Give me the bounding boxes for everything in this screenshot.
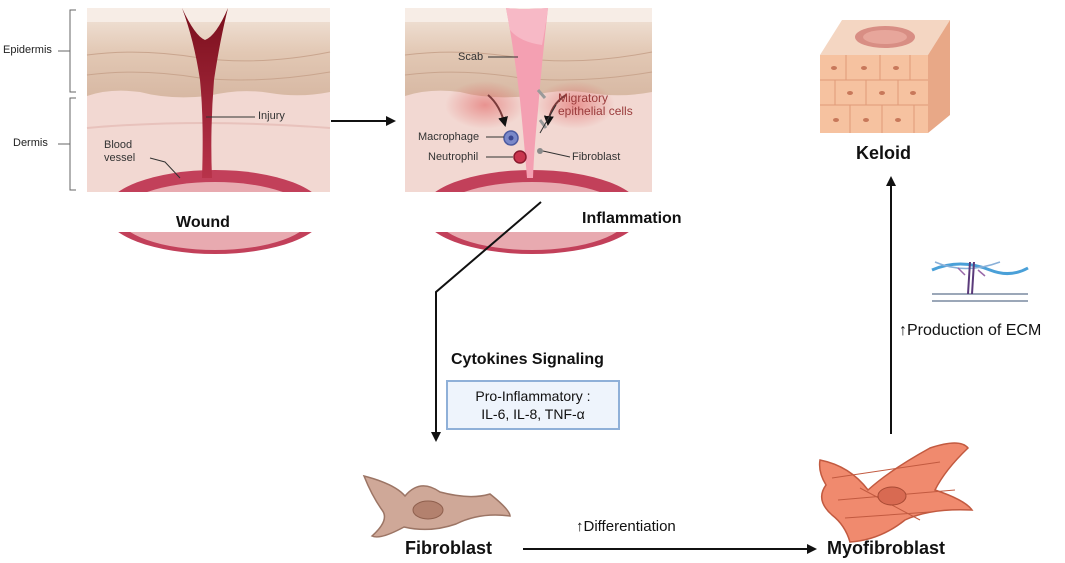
label-macrophage: Macrophage [418,131,480,143]
label-scab: Scab [458,51,484,63]
label-injury: Injury [258,110,285,122]
title-cytokines-signaling: Cytokines Signaling [451,351,604,368]
title-myofibroblast: Myofibroblast [827,538,946,558]
label-epidermis: Epidermis [3,44,52,56]
title-keloid: Keloid [856,143,912,163]
myofibroblast-cell [818,442,974,543]
label-neutrophil: Neutrophil [428,151,479,163]
cytokines-box: Pro-Inflammatory : IL-6, IL-8, TNF-α [446,380,620,430]
title-inflammation: Inflammation [582,210,682,227]
ecm-icon [929,253,1029,313]
label-differentiation: ↑Differentiation [576,518,676,535]
label-blood-vessel-line2: vessel [104,152,136,164]
cytokines-box-line2: IL-6, IL-8, TNF-α [481,406,585,422]
neutrophil-cell [513,150,527,164]
wound-leaders [149,116,255,179]
inflammation-leaders [486,56,571,158]
fibroblast-cell-small [537,148,543,154]
keloid-block [820,20,950,133]
title-fibroblast: Fibroblast [405,538,493,558]
label-migratory-line2: epithelial cells [558,104,633,118]
label-migratory-line1: Migratory [558,91,609,105]
fibroblast-cell [362,474,511,538]
label-blood-vessel-line1: Blood [104,139,133,151]
label-dermis: Dermis [13,137,48,149]
label-production-of-ecm: ↑Production of ECM [899,322,1042,339]
label-fibroblast-small: Fibroblast [572,151,621,163]
layer-brackets [58,9,76,191]
wound-panel [86,8,331,254]
cytokines-box-line1: Pro-Inflammatory : [475,388,591,404]
arrow-inflammation-to-fibroblast [431,201,542,442]
title-wound: Wound [176,214,230,231]
